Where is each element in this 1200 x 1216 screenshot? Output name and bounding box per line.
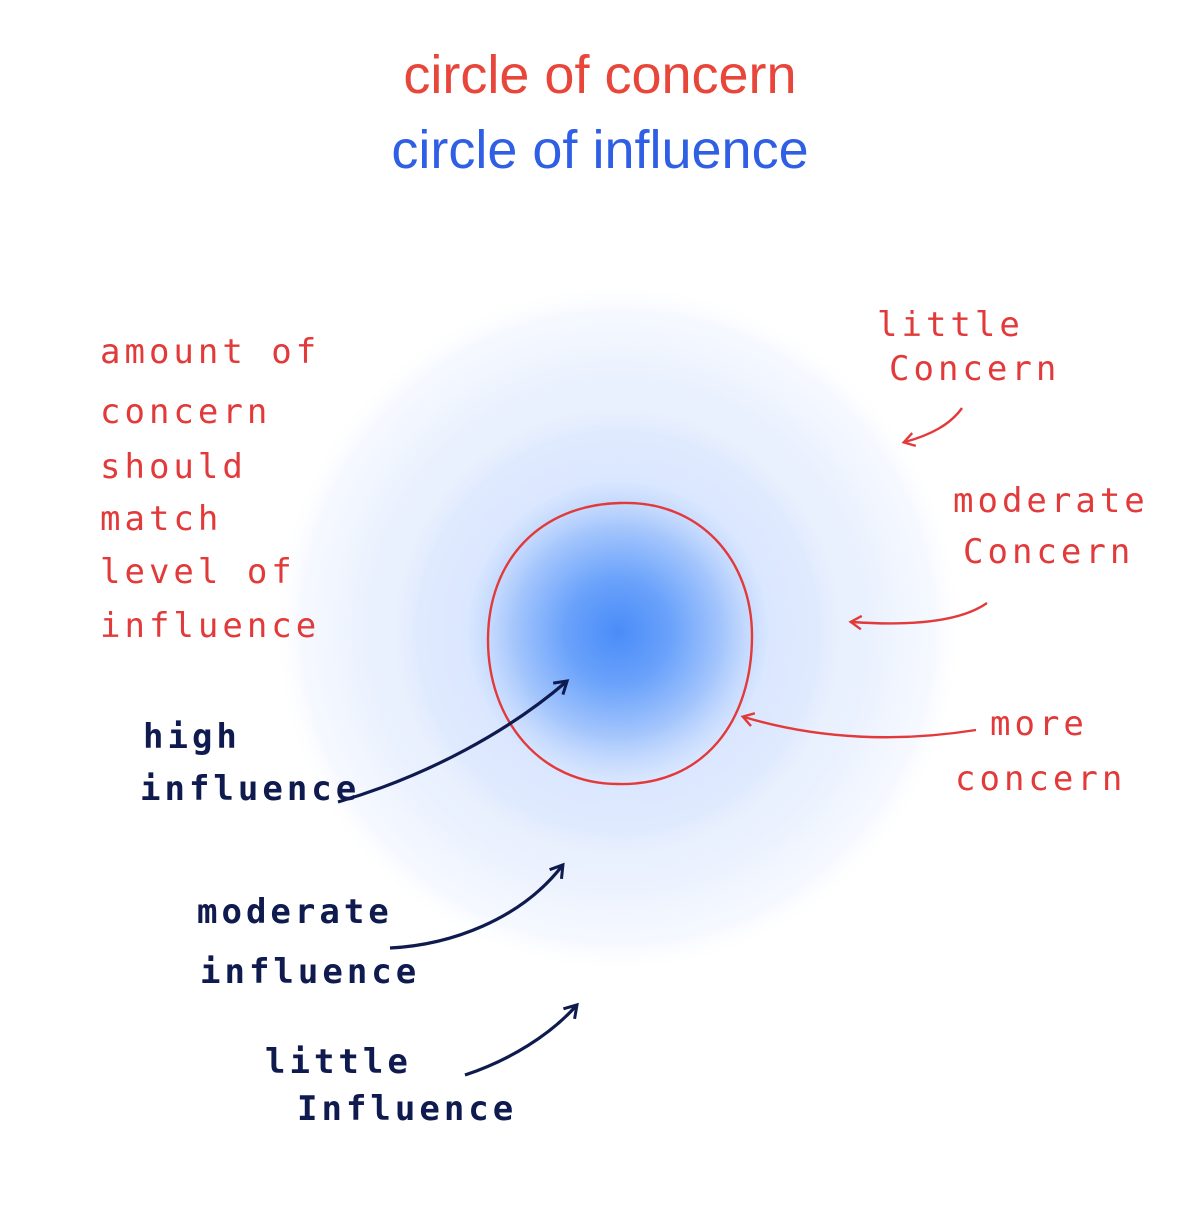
title-circle-of-concern: circle of concern	[403, 45, 797, 105]
arrow-moderate-influence	[389, 862, 565, 950]
label-little-concern-line-2: Concern	[889, 349, 1060, 389]
label-more-concern-line-2: concern	[955, 759, 1126, 799]
label-little-influence-line-2: Influence	[297, 1089, 517, 1129]
note-line-2: concern	[100, 392, 271, 432]
label-more-concern-line-1: more	[990, 704, 1088, 744]
note-line-4: match	[100, 499, 222, 539]
label-moderate-influence-line-2: influence	[200, 952, 420, 992]
title-circle-of-influence: circle of influence	[391, 120, 809, 180]
note-line-1: amount of	[100, 332, 320, 372]
arrow-more-concern	[740, 712, 977, 739]
circle-high-influence	[468, 482, 768, 782]
label-moderate-concern-line-2: Concern	[963, 532, 1134, 572]
label-high-influence-line-2: influence	[140, 769, 360, 809]
arrow-high-influence	[337, 679, 570, 804]
label-high-influence-line-1: high	[143, 717, 241, 757]
label-little-concern-line-1: little	[877, 305, 1024, 345]
note-line-3: should	[100, 447, 247, 487]
label-moderate-concern-line-1: moderate	[953, 481, 1149, 521]
label-moderate-influence-line-1: moderate	[197, 892, 393, 932]
label-little-influence-line-1: little	[265, 1042, 412, 1082]
arrow-moderate-concern	[848, 602, 988, 631]
arrow-little-influence	[464, 1002, 579, 1077]
note-line-6: influence	[100, 606, 320, 646]
circle-of-concern-outline	[486, 501, 754, 786]
note-line-5: level of	[100, 552, 296, 592]
arrow-little-concern	[901, 407, 963, 448]
